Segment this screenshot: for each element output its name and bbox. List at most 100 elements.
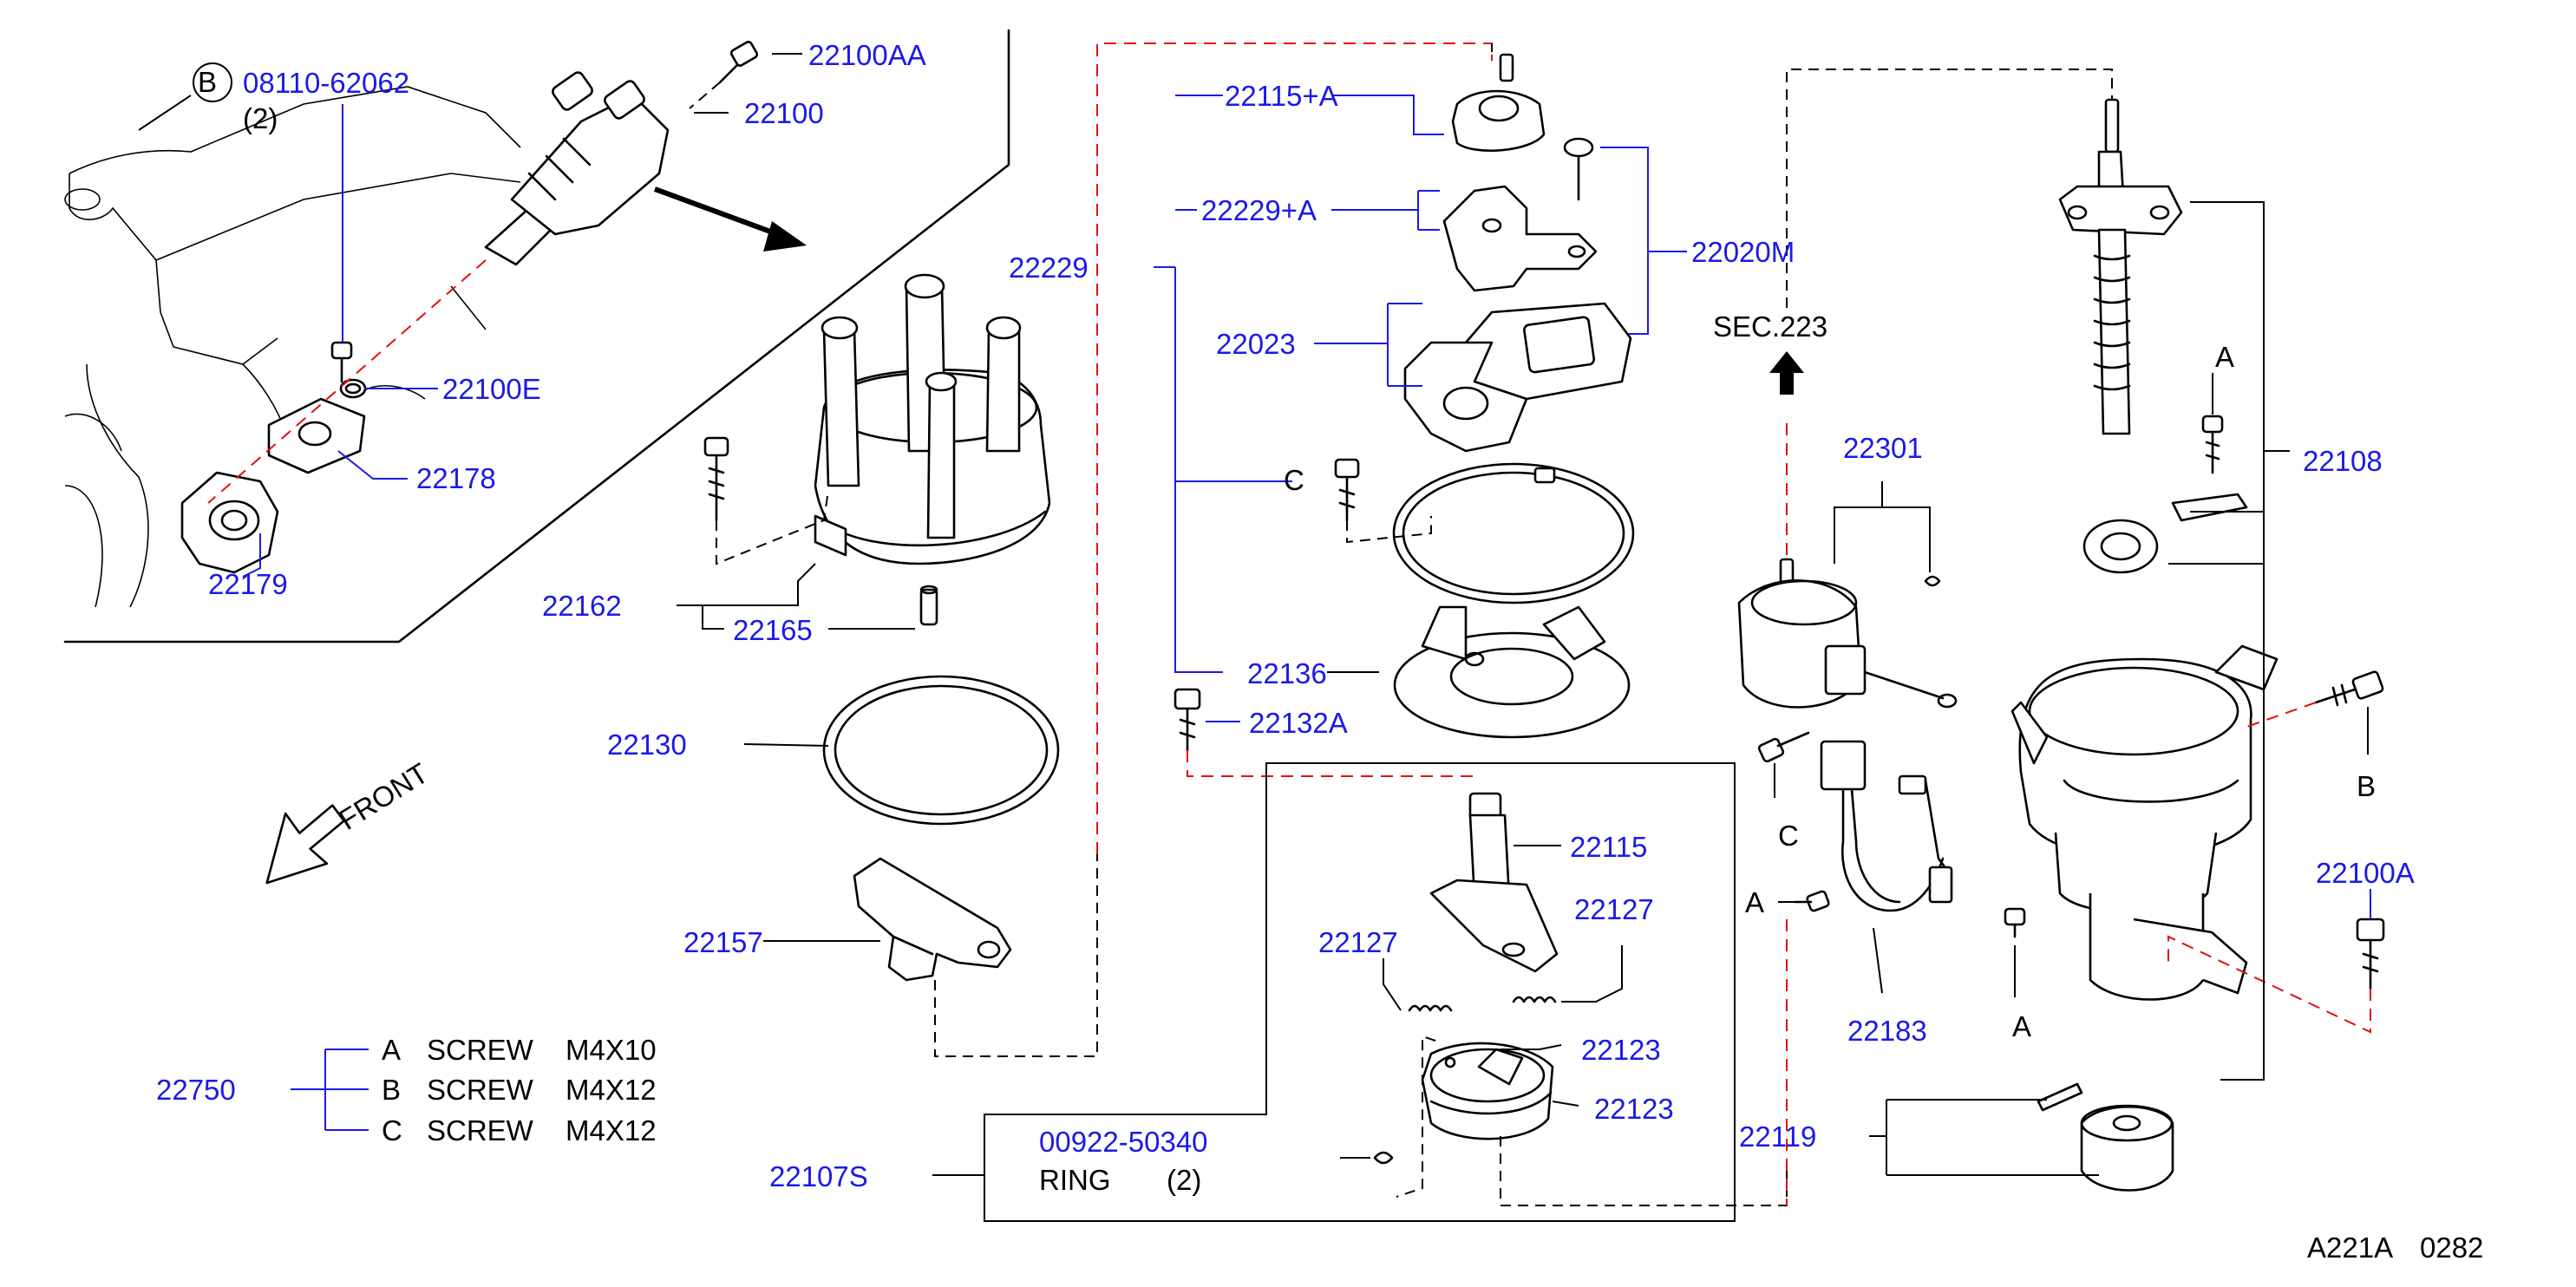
red-line-inset [207, 259, 487, 504]
bolt-22100AA [718, 41, 759, 84]
label-screw-b-qty: (2) [243, 102, 278, 134]
label-22115A: 22115+A [1225, 80, 1338, 112]
screw-row-name: SCREW [427, 1034, 534, 1066]
dash-weights-b [1500, 1136, 1788, 1206]
label-22130: 22130 [607, 728, 687, 761]
label-ring-qty: (2) [1167, 1164, 1201, 1196]
bolt-B-right [2314, 670, 2384, 707]
label-22229: 22229 [1009, 252, 1089, 284]
red-line-top [1096, 42, 1493, 854]
bolt-B-inset [330, 341, 353, 383]
bearing-22108 [2082, 493, 2248, 574]
rotor-22229A [1442, 185, 1598, 292]
spring-22127-right [1512, 996, 1557, 1003]
harness-22183 [1820, 740, 1953, 912]
red-line-22100A [2167, 935, 2371, 1034]
dash-weights [1396, 1035, 1436, 1198]
cap-screw [703, 436, 729, 522]
ignition-module-22023 [1403, 302, 1632, 453]
label-22023: 22023 [1216, 328, 1296, 360]
coupling-22119 [2037, 1082, 2174, 1192]
leader-22123-b [1552, 1101, 1579, 1107]
leader-22123-a [1500, 1044, 1562, 1050]
shaft-pin-22115A [1451, 53, 1546, 152]
label-08110-62062: 08110-62062 [243, 67, 409, 99]
screw-A-mid [1794, 890, 1830, 912]
label-22179: 22179 [208, 568, 288, 600]
screw-C-mid [1757, 731, 1810, 763]
cam-housing-22179 [180, 471, 279, 574]
dash-rotor [934, 854, 1098, 1057]
screw-row-letter: C [382, 1114, 402, 1147]
label-22107S: 22107S [769, 1160, 868, 1192]
sec-arrow-icon [1769, 351, 1804, 395]
leader-22165-a [702, 605, 724, 630]
front-arrow-icon [265, 804, 345, 885]
callout-letter-B: B [198, 66, 217, 98]
dash-cap-screw [716, 489, 829, 565]
label-22100: 22100 [744, 97, 824, 129]
label-00922-50340: 00922-50340 [1039, 1126, 1208, 1158]
leader-22178 [337, 450, 408, 480]
screw-table-row: C SCREW M4X12 [382, 1114, 657, 1147]
spring-22127-left [1408, 1004, 1453, 1012]
shaft-22108 [2058, 98, 2183, 435]
leader-22127-left [1383, 958, 1402, 1011]
label-22123-a: 22123 [1581, 1034, 1661, 1066]
bracket-22119 [1869, 1099, 2099, 1176]
screw-row-size: M4X10 [566, 1034, 657, 1066]
ring-00922 [1373, 1151, 1394, 1165]
label-22157: 22157 [683, 926, 763, 958]
label-22100AA: 22100AA [808, 39, 926, 71]
red-line-bolt-B [2241, 702, 2317, 729]
distributor-cap-22162 [814, 273, 1051, 565]
screw-22020M [1563, 137, 1594, 201]
leader-22023 [1314, 303, 1422, 387]
label-22119: 22119 [1739, 1120, 1816, 1153]
diagram-code: A221A [2307, 1231, 2393, 1264]
label-b-right: B [2357, 770, 2376, 802]
screw-A-right [2201, 415, 2224, 474]
label-22165: 22165 [733, 614, 813, 646]
screw-row-size: M4X12 [566, 1114, 657, 1147]
dash-22100AA [689, 82, 721, 109]
label-22115: 22115 [1570, 831, 1647, 863]
breaker-plate-22136 [1393, 605, 1631, 739]
leader-22179 [242, 533, 261, 578]
o-ring-22100E [339, 378, 367, 399]
bracket-22301 [1834, 481, 1931, 572]
leader-22229A [1331, 190, 1440, 231]
weights-22123 [1421, 1042, 1554, 1140]
leader-22183 [1873, 927, 1883, 994]
label-22229A: 22229+A [1201, 194, 1317, 226]
label-ring: RING [1039, 1164, 1111, 1196]
dash-screw-C [1346, 516, 1432, 544]
screw-A-low [2004, 907, 2026, 938]
label-a-low: A [2012, 1010, 2031, 1042]
leader-B-circle [138, 95, 192, 131]
label-c-top: C [1284, 464, 1304, 496]
distributor-housing [2010, 644, 2279, 1001]
rotor-pin-22165 [919, 585, 938, 626]
callout-circle-B [193, 62, 232, 102]
screw-table-row: A SCREW M4X10 [382, 1034, 657, 1066]
screw-row-letter: B [382, 1074, 401, 1106]
crank-angle-sensor-22100 [484, 71, 670, 266]
label-22127-right: 22127 [1574, 893, 1654, 925]
shaft-22115 [1429, 792, 1559, 973]
bolt-22100A [2356, 918, 2385, 990]
gasket-22178 [267, 397, 366, 474]
label-22178: 22178 [416, 462, 496, 494]
screw-row-letter: A [382, 1034, 401, 1066]
page-number: 0282 [2420, 1231, 2483, 1264]
retainer-ring [1392, 462, 1635, 604]
bracket-22108 [2168, 201, 2290, 565]
bracket-22229 [1154, 95, 1292, 673]
label-22123-b: 22123 [1594, 1093, 1674, 1125]
vacuum-controller-22301 [1737, 558, 1958, 709]
label-22162: 22162 [542, 590, 622, 622]
label-a-mid: A [1745, 886, 1764, 918]
dash-sec [1786, 69, 2113, 308]
label-sec-223: SEC.223 [1713, 310, 1827, 343]
